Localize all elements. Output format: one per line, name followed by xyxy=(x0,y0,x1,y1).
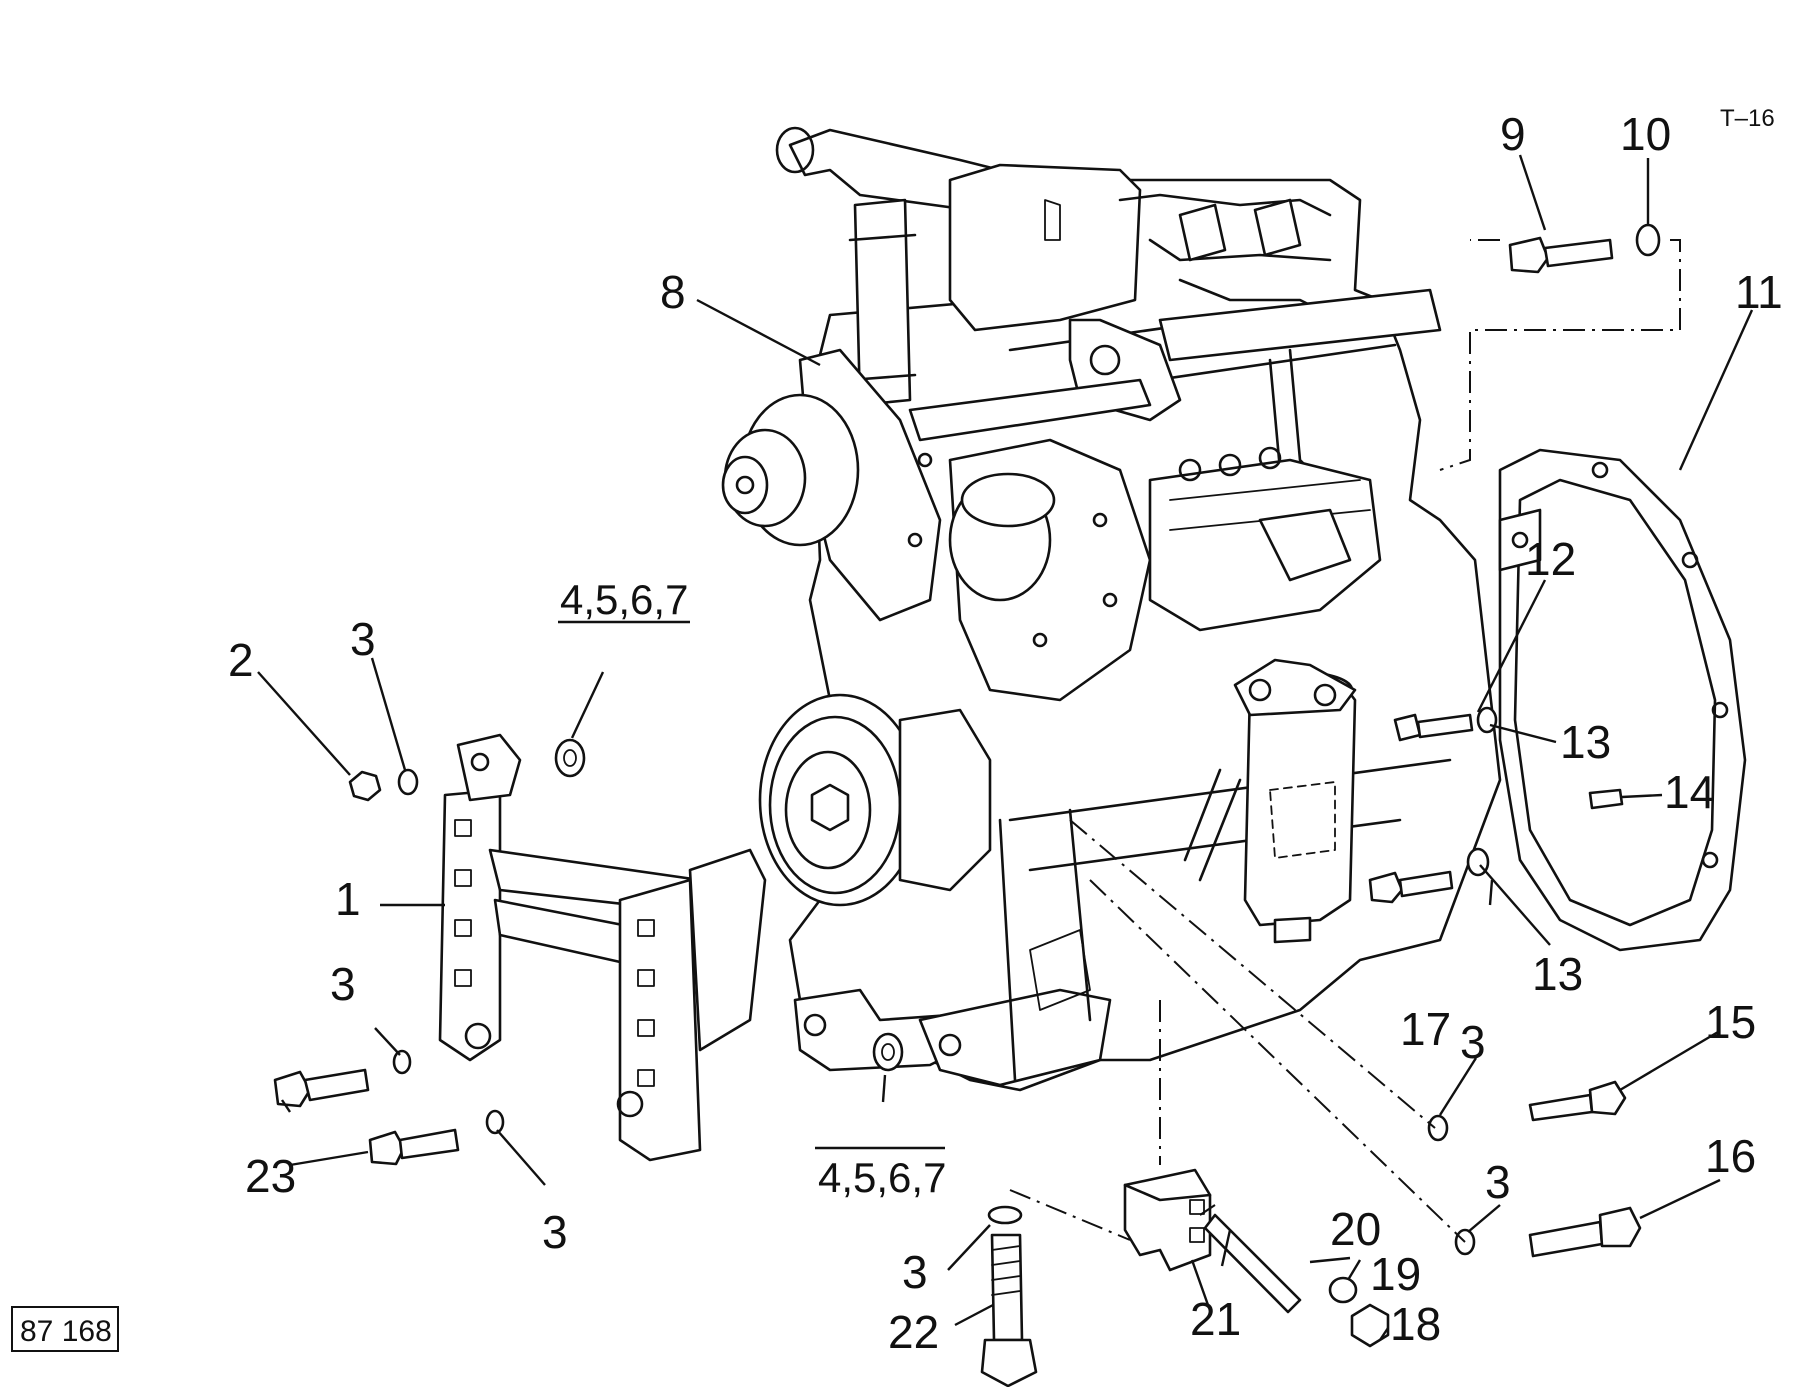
callout-22: 22 xyxy=(888,1306,939,1358)
callout-3-mid: 3 xyxy=(330,958,356,1010)
callout-12: 12 xyxy=(1525,533,1576,585)
fasteners xyxy=(273,223,1661,1387)
callout-3-right-lower: 3 xyxy=(1485,1156,1511,1208)
sheet-code: T–16 xyxy=(1720,105,1775,132)
callout-14: 14 xyxy=(1664,766,1715,818)
rocker-cover-and-pipes xyxy=(775,126,1442,502)
assembly-lines xyxy=(1009,239,1681,1243)
callout-17: 17 xyxy=(1400,1003,1451,1055)
callout-16: 16 xyxy=(1705,1130,1756,1182)
callout-11: 11 xyxy=(1735,266,1783,318)
callout-23: 23 xyxy=(245,1150,296,1202)
callout-21: 21 xyxy=(1190,1293,1241,1345)
callout-13-upper: 13 xyxy=(1560,716,1611,768)
callout-15: 15 xyxy=(1705,996,1756,1048)
callout-3-upper: 3 xyxy=(350,613,376,665)
callout-4567-lower: 4,5,6,7 xyxy=(818,1154,946,1201)
engine-mounting-bracket xyxy=(438,733,767,1162)
mounting-block xyxy=(1123,1168,1212,1272)
callout-3-lower: 3 xyxy=(542,1206,568,1258)
crankshaft-pulley xyxy=(758,693,992,907)
callout-19: 19 xyxy=(1370,1248,1421,1300)
callout-2: 2 xyxy=(228,634,254,686)
figure-number: 87 168 xyxy=(20,1315,112,1348)
callout-8: 8 xyxy=(660,266,686,318)
water-pump-pulley xyxy=(721,348,942,622)
flywheel-housing xyxy=(1498,448,1747,952)
leader-lines xyxy=(257,154,1754,1341)
timing-cover-and-oil-filler xyxy=(948,438,1152,702)
callout-9: 9 xyxy=(1500,108,1526,160)
callout-labels: 1 2 3 3 3 3 3 3 4,5,6,7 4,5,6,7 8 9 10 1… xyxy=(228,108,1783,1358)
callout-20: 20 xyxy=(1330,1203,1381,1255)
callout-10: 10 xyxy=(1620,108,1671,160)
callout-4567-upper: 4,5,6,7 xyxy=(560,576,688,623)
injection-pump xyxy=(1148,446,1382,632)
callout-3-bottom: 3 xyxy=(902,1246,928,1298)
callout-13-lower: 13 xyxy=(1532,948,1583,1000)
callout-1: 1 xyxy=(335,873,361,925)
callout-3-right-upper: 3 xyxy=(1460,1016,1486,1068)
callout-18: 18 xyxy=(1390,1298,1441,1350)
figure-number-box: 87 168 xyxy=(11,1306,119,1352)
fuel-filter xyxy=(1183,658,1357,944)
